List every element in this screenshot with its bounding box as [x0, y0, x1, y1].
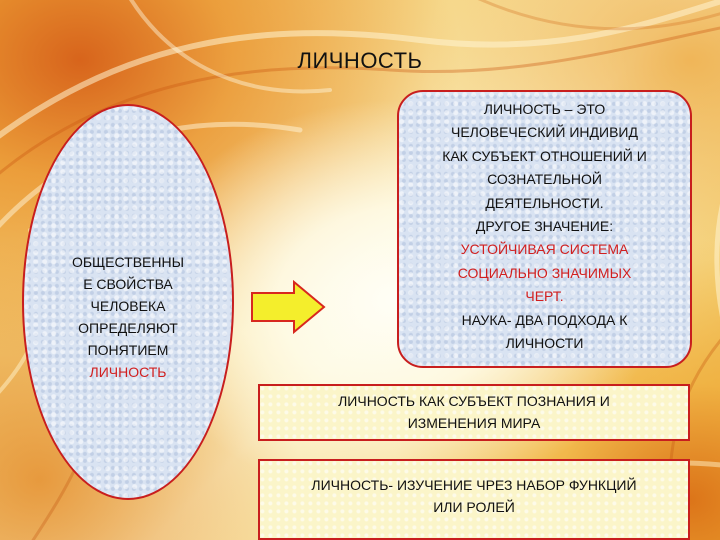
other-meaning-label: ДРУГОЕ ЗНАЧЕНИЕ: — [475, 218, 614, 235]
approach-functions-box: ЛИЧНОСТЬ- ИЗУЧЕНИЕ ЧРЕЗ НАБОР ФУНКЦИЙ ИЛ… — [258, 459, 690, 540]
right-arrow-icon — [251, 280, 326, 334]
science-approaches-line: ЛИЧНОСТИ — [505, 335, 584, 352]
ellipse-text-line: ОПРЕДЕЛЯЮТ — [78, 320, 178, 336]
approach-line: ИЗМЕНЕНИЯ МИРА — [407, 415, 541, 431]
approach-line: ИЛИ РОЛЕЙ — [433, 499, 515, 515]
social-properties-text: ОБЩЕСТВЕННЫ Е СВОЙСТВА ЧЕЛОВЕКА ОПРЕДЕЛЯ… — [72, 251, 184, 383]
ellipse-text-line: ОБЩЕСТВЕННЫ — [71, 254, 185, 270]
social-properties-ellipse: ОБЩЕСТВЕННЫ Е СВОЙСТВА ЧЕЛОВЕКА ОПРЕДЕЛЯ… — [22, 104, 234, 500]
other-meaning-line: СОЦИАЛЬНО ЗНАЧИМЫХ — [457, 264, 632, 281]
approach-line: ЛИЧНОСТЬ КАК СУБЪЕКТ ПОЗНАНИЯ И — [338, 393, 610, 409]
science-approaches-line: НАУКА- ДВА ПОДХОДА К — [461, 311, 628, 328]
definition-line: ЧЕЛОВЕЧЕСКИЙ ИНДИВИД — [451, 124, 638, 141]
other-meaning-line: ЧЕРТ. — [525, 288, 564, 305]
slide-title: ЛИЧНОСТЬ — [297, 48, 423, 73]
approach-line: ЛИЧНОСТЬ- ИЗУЧЕНИЕ ЧРЕЗ НАБОР ФУНКЦИЙ — [311, 477, 637, 493]
definition-line: СОЗНАТЕЛЬНОЙ — [487, 171, 602, 188]
ellipse-text-line: Е СВОЙСТВА — [83, 276, 173, 292]
definition-line: ДЕЯТЕЛЬНОСТИ. — [485, 194, 604, 211]
other-meaning-line: УСТОЙЧИВАЯ СИСТЕМА — [460, 241, 629, 258]
ellipse-text-line: ПОНЯТИЕМ — [87, 342, 169, 358]
definition-box: ЛИЧНОСТЬ – ЭТО ЧЕЛОВЕЧЕСКИЙ ИНДИВИД КАК … — [397, 90, 692, 368]
definition-line: КАК СУБЪЕКТ ОТНОШЕНИЙ И — [442, 147, 647, 164]
definition-line: ЛИЧНОСТЬ – ЭТО — [483, 101, 606, 117]
approach-subject-box: ЛИЧНОСТЬ КАК СУБЪЕКТ ПОЗНАНИЯ И ИЗМЕНЕНИ… — [258, 384, 690, 441]
ellipse-accent-term: ЛИЧНОСТЬ — [89, 364, 167, 380]
ellipse-text-line: ЧЕЛОВЕКА — [90, 298, 166, 314]
